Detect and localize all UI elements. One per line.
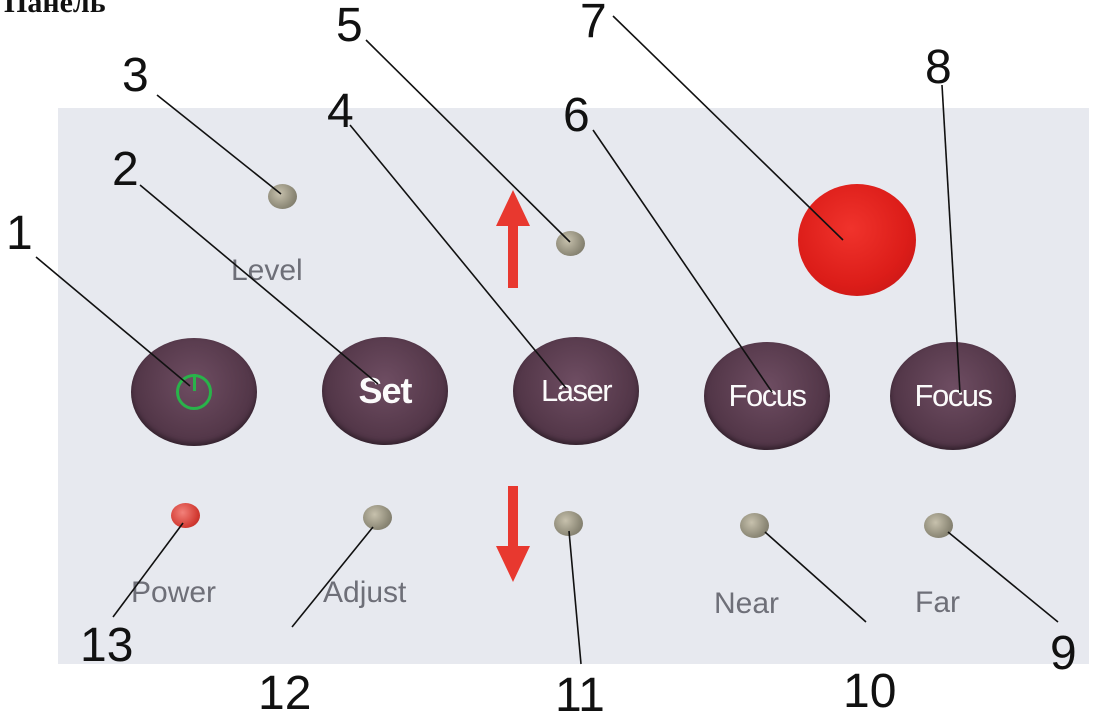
callout-7: 7 bbox=[580, 0, 607, 48]
leader-7 bbox=[612, 15, 844, 241]
near-led bbox=[740, 513, 769, 538]
emergency-stop-button[interactable] bbox=[798, 184, 916, 296]
leader-3 bbox=[156, 94, 282, 195]
focus-far-button-label: Focus bbox=[914, 378, 993, 413]
leader-13 bbox=[112, 522, 184, 618]
power-label: Power bbox=[131, 576, 217, 609]
callout-2: 2 bbox=[112, 143, 139, 196]
leader-9 bbox=[947, 531, 1059, 623]
callout-10: 10 bbox=[843, 665, 897, 718]
down-arrow-icon bbox=[496, 486, 530, 582]
callout-11: 11 bbox=[555, 669, 605, 722]
focus-near-button[interactable]: Focus bbox=[704, 342, 830, 450]
leader-1 bbox=[35, 256, 191, 387]
callout-1: 1 bbox=[6, 207, 33, 260]
laser-button-label: Laser bbox=[540, 373, 613, 408]
up-arrow-icon bbox=[496, 190, 530, 288]
adjust-led bbox=[363, 505, 392, 530]
up-led bbox=[556, 231, 585, 256]
power-led bbox=[171, 503, 200, 528]
callout-12: 12 bbox=[258, 667, 312, 720]
callout-5: 5 bbox=[336, 0, 363, 52]
far-label: Far bbox=[915, 586, 960, 619]
callout-13: 13 bbox=[80, 619, 134, 672]
heading: Панель bbox=[4, 0, 106, 19]
leader-8 bbox=[941, 84, 961, 394]
focus-far-button[interactable]: Focus bbox=[890, 342, 1016, 450]
set-button-label: Set bbox=[358, 370, 412, 411]
leader-2 bbox=[139, 184, 379, 385]
leader-10 bbox=[764, 531, 867, 623]
far-led bbox=[924, 513, 953, 538]
power-icon bbox=[176, 374, 212, 410]
callout-4: 4 bbox=[327, 85, 354, 138]
near-label: Near bbox=[714, 587, 780, 620]
leader-4 bbox=[349, 124, 567, 389]
callout-9: 9 bbox=[1050, 627, 1077, 680]
leader-11 bbox=[568, 530, 582, 665]
leader-5 bbox=[365, 39, 571, 243]
callout-6: 6 bbox=[563, 89, 590, 142]
leader-12 bbox=[291, 526, 374, 628]
leader-6 bbox=[592, 129, 773, 393]
laser-button[interactable]: Laser bbox=[513, 337, 639, 445]
set-button[interactable]: Set bbox=[322, 337, 448, 445]
callout-3: 3 bbox=[122, 49, 149, 102]
callout-8: 8 bbox=[925, 41, 952, 94]
focus-near-button-label: Focus bbox=[728, 378, 807, 413]
adjust-label: Adjust bbox=[323, 576, 407, 609]
power-button[interactable] bbox=[131, 338, 257, 446]
